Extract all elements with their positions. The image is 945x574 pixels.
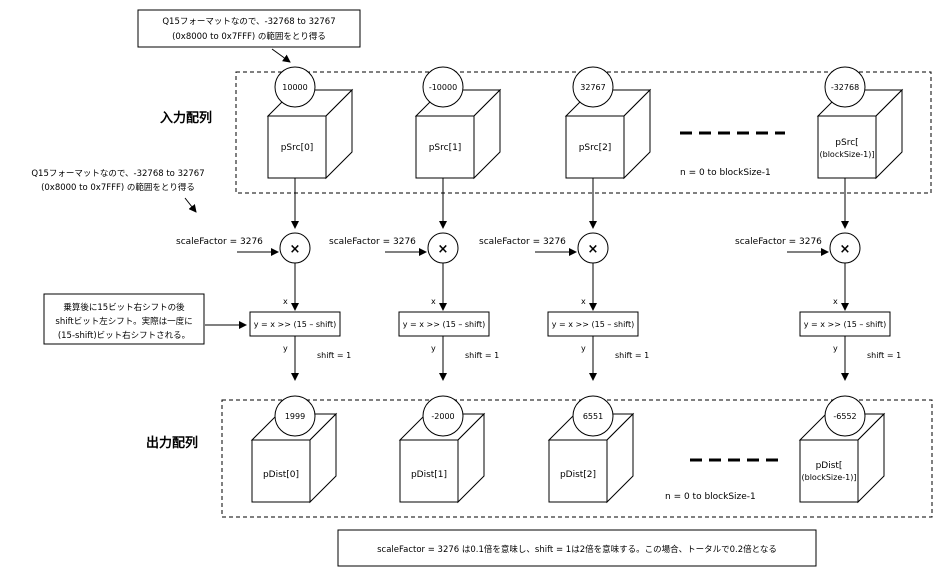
top-note-arrow: [271, 48, 291, 63]
source-cube-2: [564, 88, 652, 180]
input-array-region: [235, 71, 932, 194]
dest-label2-3: (blockSize-1)]: [802, 473, 857, 482]
formula-text-2: y = x >> (15 – shift): [552, 320, 635, 329]
source-value-3: -32768: [831, 83, 859, 92]
summary-note: scaleFactor = 3276 は0.1倍を意味し、shift = 1は2…: [337, 529, 817, 567]
shift-note: 乗算後に15ビット右シフトの後 shiftビット左シフト。実際は一度に (15-…: [43, 293, 205, 345]
left-note-arrow: [184, 197, 197, 213]
shift-label-0: shift = 1: [317, 351, 351, 360]
formula-box-1: [398, 311, 490, 337]
dest-value-2: 6551: [583, 412, 603, 421]
multiply-icon-1: ×: [438, 242, 449, 257]
column-2: pSrc[2] 32767 × scaleFactor = 3276 x y = x >>…: [479, 66, 652, 504]
dest-label-0: pDist[0]: [263, 470, 299, 480]
shift-label-3: shift = 1: [867, 351, 901, 360]
svg-text:scaleFactor = 3276 は0.1倍を意味し、s: scaleFactor = 3276 は0.1倍を意味し、shift = 1は2…: [377, 544, 777, 555]
svg-text:(15-shift)ビット右シフトされる。: (15-shift)ビット右シフトされる。: [58, 330, 190, 341]
output-var-0: y: [283, 344, 288, 353]
output-var-2: y: [581, 344, 586, 353]
dest-label-3: pDist[: [816, 461, 843, 471]
multiply-icon-2: ×: [588, 242, 599, 257]
input-array-title: 入力配列: [160, 110, 212, 126]
shift-label-1: shift = 1: [465, 351, 499, 360]
column-0: pSrc[0] 10000 × scaleFactor = 3276 x y = x >>…: [176, 66, 354, 504]
dest-cube-2: [547, 412, 635, 504]
svg-text:(0x8000 to 0x7FFF) の範囲をとり得る: (0x8000 to 0x7FFF) の範囲をとり得る: [172, 31, 326, 42]
source-value-1: -10000: [429, 83, 457, 92]
source-value-circle-3: [824, 66, 866, 108]
input-var-2: x: [581, 297, 586, 306]
source-cube-3: [816, 88, 904, 180]
dest-label-1: pDist[1]: [411, 470, 447, 480]
source-label-0: pSrc[0]: [281, 143, 314, 153]
output-range-label: n = 0 to blockSize-1: [665, 492, 756, 502]
formula-text-1: y = x >> (15 – shift): [403, 320, 486, 329]
source-cube-0: [266, 88, 354, 180]
dest-label-2: pDist[2]: [560, 470, 596, 480]
svg-text:Q15フォーマットなので、-32768 to 32767: Q15フォーマットなので、-32768 to 32767: [31, 169, 204, 179]
scale-factor-label-3: scaleFactor = 3276: [735, 237, 822, 247]
input-range-label: n = 0 to blockSize-1: [680, 168, 771, 178]
scale-factor-label-2: scaleFactor = 3276: [479, 237, 566, 247]
svg-text:(0x8000 to 0x7FFF) の範囲をとり得る: (0x8000 to 0x7FFF) の範囲をとり得る: [41, 182, 195, 193]
left-range-note: Q15フォーマットなので、-32768 to 32767 (0x8000 to …: [31, 169, 204, 193]
formula-text-3: y = x >> (15 – shift): [804, 320, 887, 329]
dest-value-3: -6552: [833, 412, 856, 421]
dest-value-circle-2: [572, 395, 614, 437]
dest-cube-0: [250, 412, 338, 504]
column-3: pSrc[ (blockSize-1)] -32768 × scaleFactor = …: [735, 66, 904, 504]
dest-value-circle-3: [824, 395, 866, 437]
input-var-3: x: [833, 297, 838, 306]
dest-value-circle-1: [422, 395, 464, 437]
scale-factor-label-0: scaleFactor = 3276: [176, 237, 263, 247]
output-var-1: y: [431, 344, 436, 353]
source-value-2: 32767: [580, 83, 605, 92]
source-label-3: pSrc[: [835, 138, 858, 148]
source-label-1: pSrc[1]: [429, 143, 462, 153]
output-array-title: 出力配列: [146, 435, 198, 451]
formula-box-3: [799, 311, 891, 337]
source-value-0: 10000: [282, 83, 307, 92]
scale-factor-label-1: scaleFactor = 3276: [329, 237, 416, 247]
output-var-3: y: [833, 344, 838, 353]
dest-value-1: -2000: [431, 412, 454, 421]
formula-text-0: y = x >> (15 – shift): [254, 320, 337, 329]
dest-value-0: 1999: [285, 412, 305, 421]
dest-value-circle-0: [274, 395, 316, 437]
source-value-circle-2: [572, 66, 614, 108]
source-label2-3: (blockSize-1)]: [820, 150, 875, 159]
source-value-circle-0: [274, 66, 316, 108]
multiply-icon-0: ×: [290, 242, 301, 257]
multiply-icon-3: ×: [840, 242, 851, 257]
column-1: pSrc[1] -10000 × scaleFactor = 3276 x y = x >…: [329, 66, 502, 504]
svg-text:Q15フォーマットなので、-32768 to 32767: Q15フォーマットなので、-32768 to 32767: [162, 17, 335, 27]
formula-box-0: [249, 311, 341, 337]
source-value-circle-1: [422, 66, 464, 108]
input-var-0: x: [283, 297, 288, 306]
source-cube-1: [414, 88, 502, 180]
source-label-2: pSrc[2]: [579, 143, 612, 153]
input-var-1: x: [431, 297, 436, 306]
top-range-note: Q15フォーマットなので、-32768 to 32767 (0x8000 to …: [137, 9, 361, 48]
svg-text:乗算後に15ビット右シフトの後: 乗算後に15ビット右シフトの後: [63, 302, 185, 313]
svg-text:shiftビット左シフト。実際は一度に: shiftビット左シフト。実際は一度に: [55, 316, 192, 327]
shift-label-2: shift = 1: [615, 351, 649, 360]
